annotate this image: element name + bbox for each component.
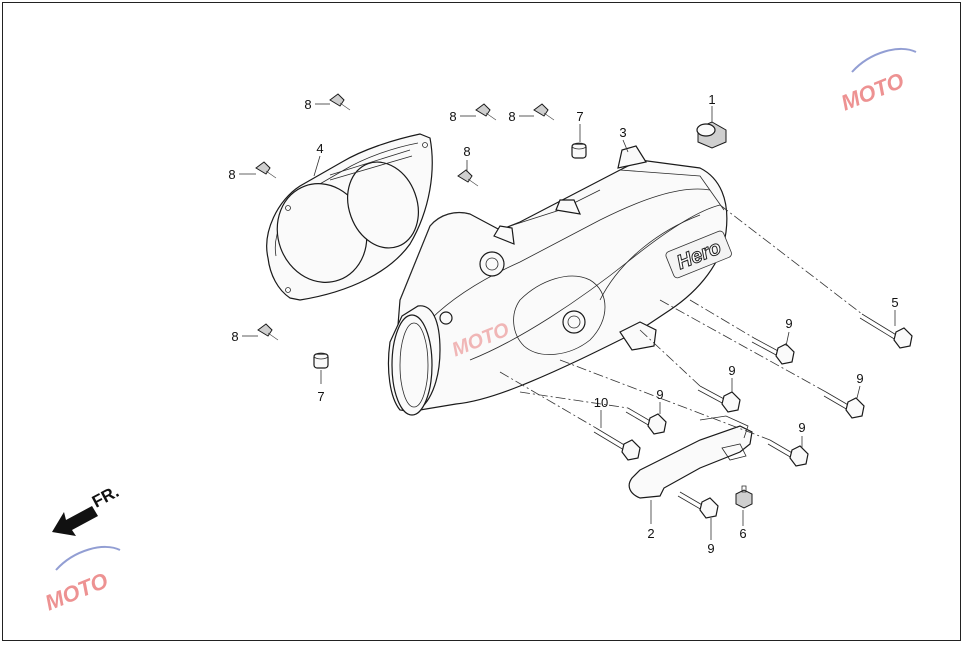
- callout-7-lower[interactable]: 7: [317, 389, 324, 404]
- screw-8-b[interactable]: [475, 103, 497, 121]
- bolt-9-b[interactable]: [697, 385, 741, 413]
- callout-3[interactable]: 3: [619, 125, 626, 140]
- callout-8-b[interactable]: 8: [449, 109, 456, 124]
- callout-10[interactable]: 10: [594, 395, 608, 410]
- callout-1[interactable]: 1: [708, 92, 715, 107]
- nut-part[interactable]: [735, 485, 753, 509]
- callout-labels: 1 2 3 4 5 6 7 7 8 8 8 8 8 8 9 9 9 9 9 9 …: [228, 92, 898, 556]
- callout-9-f[interactable]: 9: [707, 541, 714, 556]
- crankcase-cover-part[interactable]: Hero: [395, 145, 733, 411]
- callout-9-b[interactable]: 9: [728, 363, 735, 378]
- collar-part-lower[interactable]: [313, 352, 329, 369]
- callout-6[interactable]: 6: [739, 526, 746, 541]
- front-direction-indicator: FR.: [52, 482, 122, 536]
- callout-9-c[interactable]: 9: [856, 371, 863, 386]
- callout-2[interactable]: 2: [647, 526, 654, 541]
- collar-part-upper[interactable]: [571, 142, 587, 159]
- bolt-9-e[interactable]: [767, 439, 809, 467]
- bushing-part[interactable]: [696, 121, 727, 149]
- bolt-9-a[interactable]: [751, 337, 795, 365]
- bolt-9-f[interactable]: [677, 491, 719, 519]
- alignment-lines: [499, 204, 863, 441]
- watermark-text-top: MOTO: [837, 68, 907, 116]
- air-intake-duct[interactable]: [387, 212, 471, 416]
- callout-leaders: [239, 103, 896, 540]
- callout-8-c[interactable]: 8: [508, 109, 515, 124]
- watermark-text-bottom: MOTO: [41, 568, 111, 616]
- callout-8-f[interactable]: 8: [231, 329, 238, 344]
- callout-5[interactable]: 5: [891, 295, 898, 310]
- bolt-9-d[interactable]: [625, 407, 667, 435]
- callout-8-a[interactable]: 8: [304, 97, 311, 112]
- screw-8-e[interactable]: [457, 169, 479, 187]
- callout-9-a[interactable]: 9: [785, 316, 792, 331]
- watermark-top-right: MOTO: [837, 47, 917, 116]
- front-direction-label: FR.: [89, 482, 122, 512]
- front-arrow-icon: [52, 506, 98, 536]
- watermark-bottom-left: MOTO: [41, 545, 121, 616]
- screw-8-f[interactable]: [257, 323, 279, 341]
- bolt-9-c[interactable]: [823, 391, 865, 419]
- bolt-10[interactable]: [593, 427, 641, 461]
- bracket-part[interactable]: [628, 415, 753, 499]
- screw-8-d[interactable]: [255, 161, 277, 179]
- gasket-part[interactable]: [264, 133, 433, 301]
- screw-8-a[interactable]: [329, 93, 351, 111]
- callout-7-upper[interactable]: 7: [576, 109, 583, 124]
- screw-8-c[interactable]: [533, 103, 555, 121]
- callout-8-d[interactable]: 8: [228, 167, 235, 182]
- callout-9-d[interactable]: 9: [656, 387, 663, 402]
- long-bolt-part[interactable]: [859, 313, 913, 349]
- callout-4[interactable]: 4: [316, 141, 323, 156]
- callout-8-e[interactable]: 8: [463, 144, 470, 159]
- callout-9-e[interactable]: 9: [798, 420, 805, 435]
